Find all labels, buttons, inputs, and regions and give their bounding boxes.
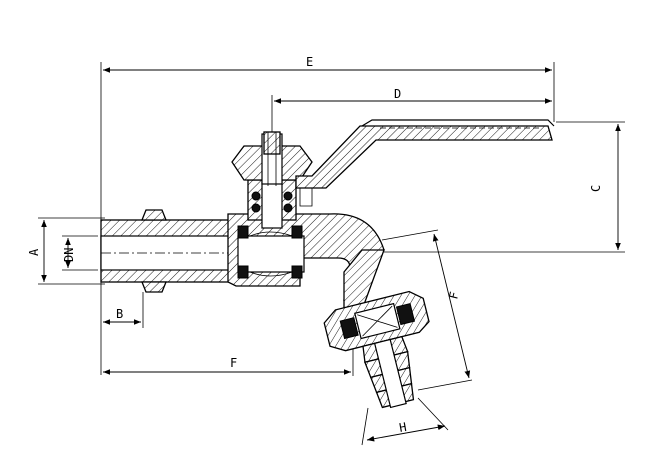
label-c: C [589, 185, 603, 192]
hose-connector [323, 290, 430, 409]
label-e: E [306, 55, 313, 69]
label-d: D [394, 87, 401, 101]
label-f-horizontal: F [230, 356, 237, 370]
valve-stem [231, 131, 313, 229]
valve-handle [295, 119, 555, 207]
dimension-h [366, 424, 446, 442]
dimension-labels: E D C A DN B F F H [27, 55, 603, 435]
label-dn: DN [62, 248, 76, 262]
label-f-angled: F [446, 290, 461, 300]
label-h: H [398, 420, 408, 435]
dimension-f-angled [432, 233, 471, 379]
label-b: B [116, 307, 123, 321]
label-a: A [27, 248, 41, 256]
valve-body [100, 209, 385, 311]
dimension-lines [41, 67, 621, 442]
